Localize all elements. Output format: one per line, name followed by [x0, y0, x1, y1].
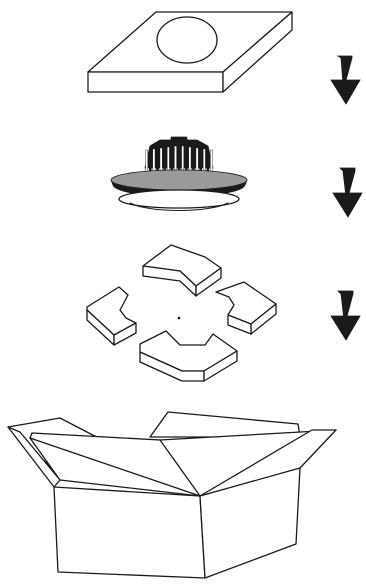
- heat-sink-fin: [188, 146, 192, 172]
- heat-sink-fin: [206, 149, 210, 174]
- heat-sink-fin: [199, 148, 203, 173]
- arrow-down-2-icon: [332, 167, 363, 218]
- heat-sink-fin: [177, 145, 181, 170]
- heat-sink-fin: [159, 147, 163, 173]
- heat-sink-fin: [152, 148, 156, 174]
- heat-sink-fin: [174, 145, 177, 171]
- heat-sink-fin: [145, 149, 149, 175]
- highbay-light-fixture-icon: [110, 136, 248, 211]
- arrow-down-1-icon: [330, 55, 361, 105]
- heat-sink-fin: [163, 147, 167, 172]
- heat-sink-fin: [181, 145, 185, 171]
- open-cardboard-box-icon: [7, 411, 337, 579]
- heat-sink-fin: [210, 149, 213, 175]
- heat-sink-fin: [166, 146, 170, 172]
- top-foam-lid-icon: [87, 11, 293, 93]
- arrow-down-3-icon: [330, 290, 361, 341]
- foam-corner-pads-icon: [86, 244, 277, 382]
- heat-sink-fin: [170, 146, 174, 171]
- heat-sink-fin: [192, 147, 195, 172]
- heat-sink-fin: [202, 148, 206, 174]
- heat-sink-fin: [184, 146, 188, 171]
- heat-sink-fin: [195, 147, 199, 173]
- heat-sink-fin: [148, 149, 152, 174]
- heat-sink-fin: [156, 148, 159, 173]
